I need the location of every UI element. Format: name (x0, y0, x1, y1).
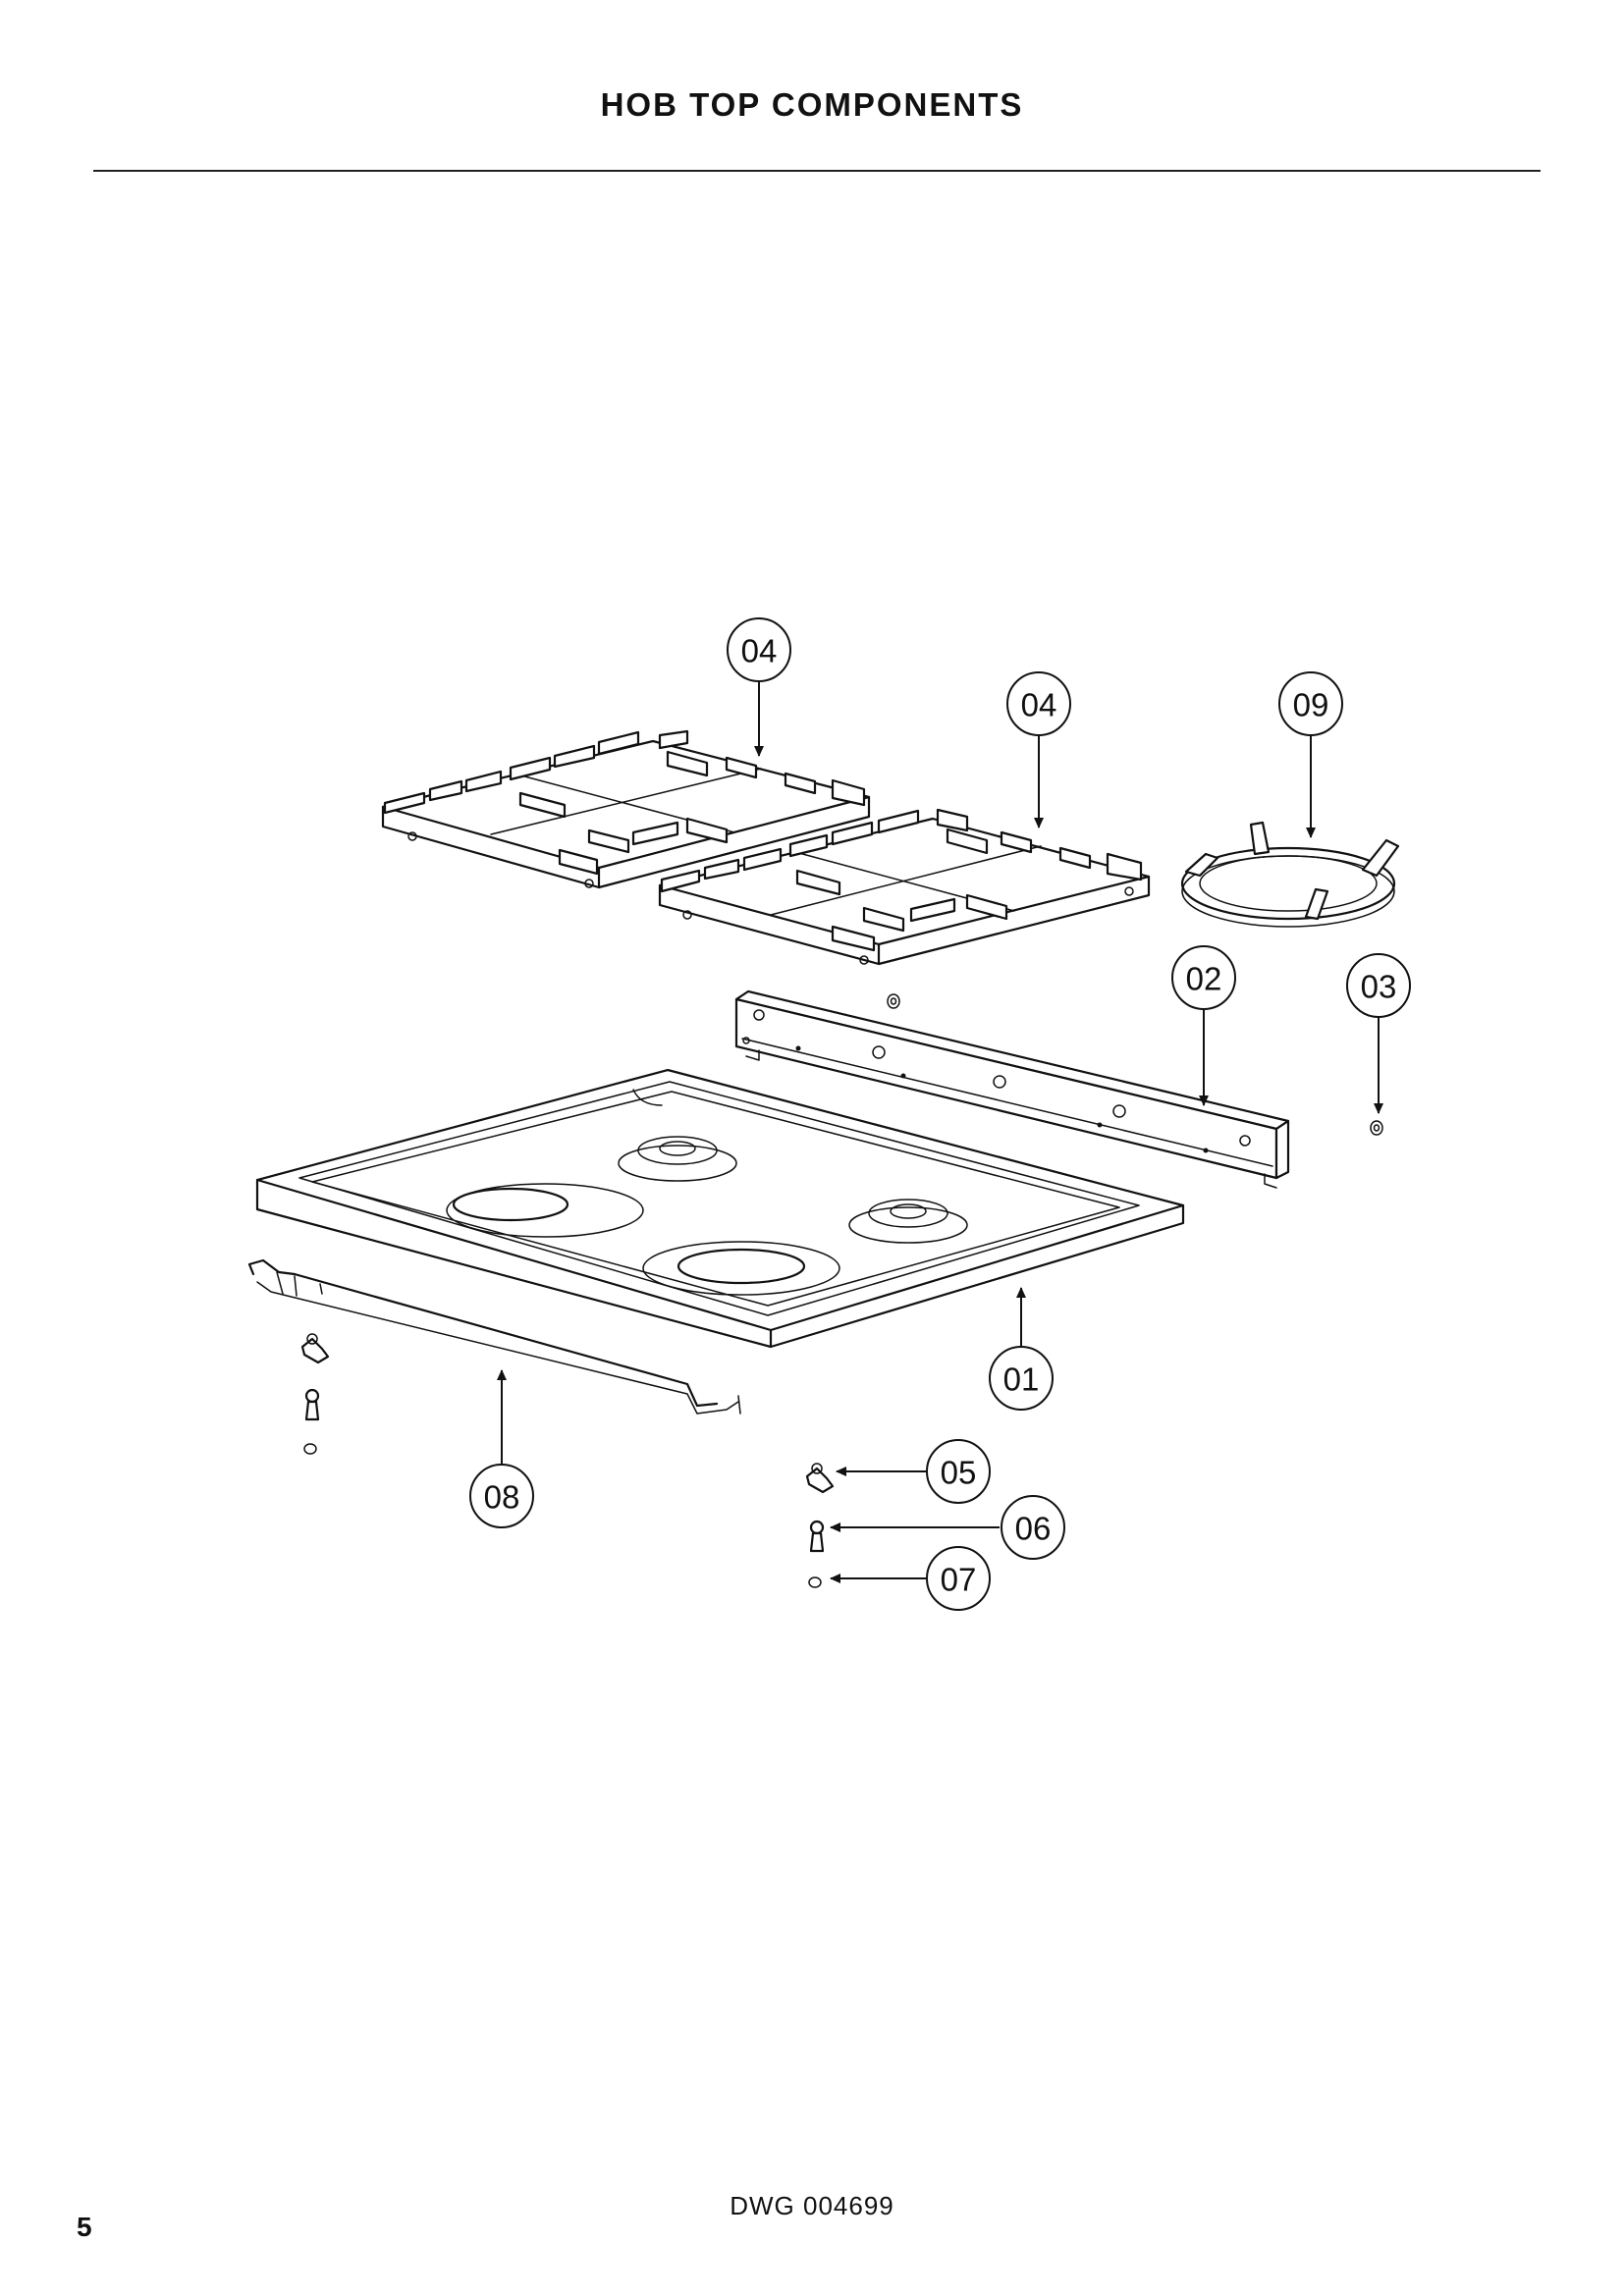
rear-trim-strip (734, 989, 1290, 1189)
hob-top (255, 1068, 1185, 1349)
svg-text:06: 06 (1015, 1511, 1052, 1547)
page-number: 5 (77, 2212, 92, 2242)
title-divider (93, 170, 1541, 172)
leader-lines (497, 672, 1383, 1583)
svg-text:02: 02 (1186, 961, 1222, 997)
pan-support-right (658, 808, 1151, 966)
svg-text:04: 04 (741, 633, 778, 669)
callout-08: 08 (469, 1464, 534, 1528)
svg-text:08: 08 (484, 1479, 520, 1516)
callout-06: 06 (1001, 1495, 1065, 1560)
svg-text:07: 07 (941, 1562, 977, 1598)
left-clip-set (300, 1333, 330, 1455)
hob-rod-08 (247, 1258, 741, 1415)
callout-07: 07 (926, 1546, 991, 1611)
page-title: HOB TOP COMPONENTS (600, 86, 1024, 123)
pan-support-left (381, 729, 871, 889)
svg-text:04: 04 (1021, 687, 1057, 723)
callout-09: 09 (1278, 671, 1343, 736)
screw-06 (809, 1520, 825, 1553)
callout-04-right: 04 (1006, 671, 1071, 736)
callout-04-left: 04 (727, 617, 791, 682)
washer-03 (1370, 1120, 1383, 1136)
callout-01: 01 (989, 1346, 1054, 1411)
nut-07 (808, 1576, 822, 1588)
svg-text:05: 05 (941, 1455, 977, 1491)
svg-text:01: 01 (1003, 1362, 1040, 1398)
callout-03: 03 (1346, 953, 1411, 1018)
drawing-number: DWG 004699 (730, 2191, 894, 2220)
svg-text:09: 09 (1293, 687, 1329, 723)
clip-05 (805, 1463, 835, 1494)
callout-05: 05 (926, 1439, 991, 1504)
wok-ring (1180, 821, 1400, 928)
svg-text:03: 03 (1361, 969, 1397, 1005)
callout-02: 02 (1171, 945, 1236, 1010)
small-washer-top (887, 993, 900, 1009)
